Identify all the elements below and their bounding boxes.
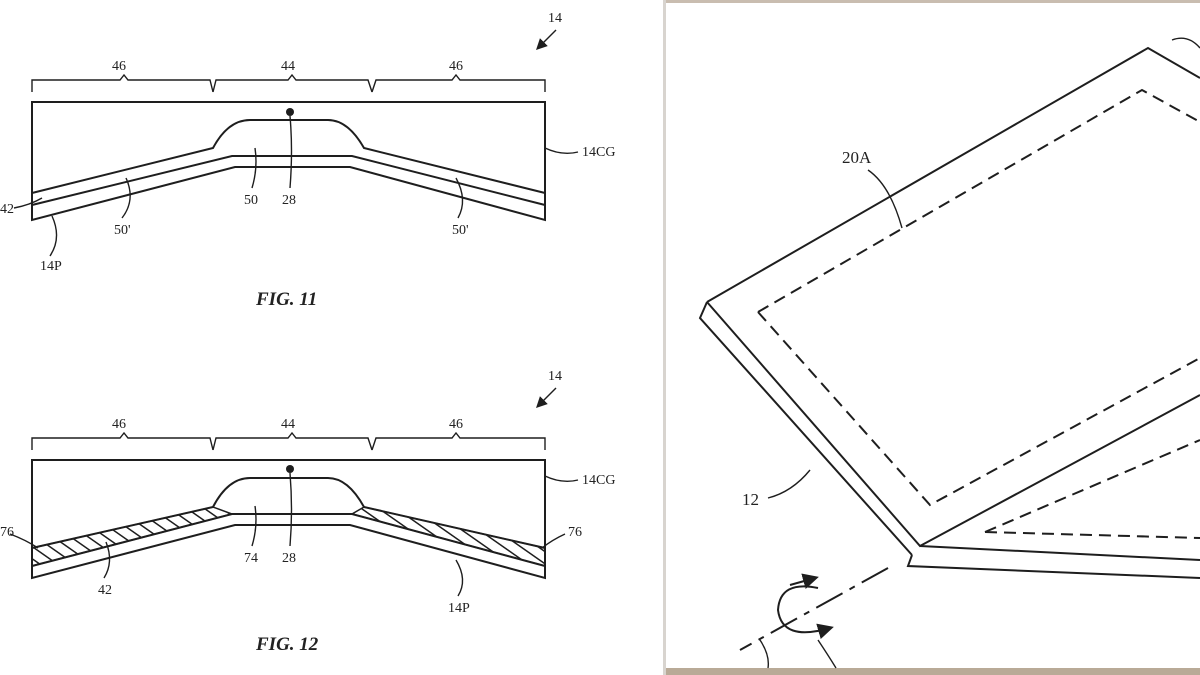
fig12-layer-top-surface — [31, 477, 546, 549]
fig11-label-14p: 14P — [40, 259, 62, 274]
device-lower-panel — [906, 554, 1200, 579]
fig12-fill-left — [31, 506, 235, 567]
fig12-cover-glass-outline — [31, 459, 546, 580]
fig12-label-44: 44 — [281, 417, 295, 432]
fig11-label-44: 44 — [281, 59, 295, 74]
fig11-leader-50p-right — [455, 177, 464, 219]
device-upper-panel-front — [706, 301, 1200, 548]
fig12-label-76-left: 76 — [0, 525, 14, 540]
fig12-leader-42 — [103, 541, 111, 579]
rotation-arrow — [776, 585, 834, 640]
device-label-12: 12 — [742, 490, 759, 509]
fig12-label-28: 28 — [282, 551, 296, 566]
fig12-label-74: 74 — [244, 551, 258, 566]
fig11-brace-left — [31, 73, 214, 93]
device-leader-bottom-2 — [817, 639, 837, 669]
fig12-leader-76-left — [9, 533, 39, 549]
fig11-leader-14cg — [544, 147, 579, 155]
fig11-label-46-right: 46 — [449, 59, 463, 74]
fig11-brace-center — [212, 73, 373, 93]
fig11-leader-28 — [289, 115, 293, 189]
fig11-leader-42 — [13, 197, 43, 209]
fig12-diagram: 46 44 46 14 28 74 14CG 76 76 42 — [0, 369, 615, 655]
fig12-arrow-14 — [536, 387, 557, 408]
device-leader-20a — [867, 169, 903, 229]
fig11-label-50: 50 — [244, 193, 258, 208]
device-drawing: 20A 12 — [698, 37, 1200, 669]
fig12-leader-14p — [455, 559, 464, 597]
fig12-leader-74 — [251, 505, 257, 547]
device-label-20a: 20A — [842, 148, 872, 167]
device-lower-panel-edge — [919, 545, 1200, 561]
device-upper-panel-edge — [698, 301, 913, 556]
fig11-leader-50 — [251, 147, 257, 189]
fig12-fill-right — [350, 506, 546, 567]
fig12-label-42: 42 — [98, 583, 112, 598]
fig12-title: FIG. 12 — [255, 634, 319, 655]
device-upper-panel-outer — [706, 46, 1200, 303]
device-leader-bottom — [759, 639, 770, 669]
fig11-title: FIG. 11 — [255, 289, 317, 310]
fig11-label-14cg: 14CG — [582, 145, 615, 160]
device-lower-active-area-side — [984, 439, 1200, 533]
fig12-brace-left — [31, 431, 214, 451]
bottom-photo-strip — [666, 668, 1200, 675]
fig11-label-28: 28 — [282, 193, 296, 208]
hinge-axis — [739, 567, 889, 651]
fig11-diagram: 46 44 46 14 28 50 14CG 42 — [0, 11, 615, 310]
device-active-area-bottom — [757, 311, 1200, 507]
fig11-leader-50p-left — [121, 177, 131, 219]
fig11-leader-14p — [49, 215, 58, 257]
fig12-label-14: 14 — [548, 369, 562, 384]
fig12-label-76-right: 76 — [568, 525, 582, 540]
fig11-label-50p-left: 50' — [114, 223, 131, 238]
fig12-leader-28 — [289, 472, 293, 547]
fig12-point-28 — [286, 465, 294, 473]
fig12-brace-right — [371, 431, 546, 451]
device-corner-curve — [1171, 37, 1200, 49]
fig11-layer-top-surface — [31, 119, 546, 194]
fig11-arrow-14 — [536, 29, 557, 50]
fig12-leader-14cg — [544, 475, 579, 483]
top-photo-strip — [666, 0, 1200, 3]
panel-divider — [663, 0, 666, 675]
fig12-label-46-left: 46 — [112, 417, 126, 432]
rotation-arrow-head-top — [789, 573, 819, 589]
fig12-label-46-right: 46 — [449, 417, 463, 432]
fig11-label-50p-right: 50' — [452, 223, 469, 238]
fig12-brace-center — [212, 431, 373, 451]
fig12-label-14p: 14P — [448, 601, 470, 616]
device-active-area-top — [757, 88, 1200, 313]
fig11-label-42: 42 — [0, 202, 14, 217]
fig12-leader-76-right — [541, 533, 566, 549]
device-leader-12 — [767, 469, 811, 499]
device-panel-background — [666, 0, 1200, 675]
fig11-label-46-left: 46 — [112, 59, 126, 74]
fig11-label-14: 14 — [548, 11, 562, 26]
fig11-brace-right — [371, 73, 546, 93]
device-lower-active-area — [984, 531, 1200, 539]
fig12-label-14cg: 14CG — [582, 473, 615, 488]
fig11-point-28 — [286, 108, 294, 116]
